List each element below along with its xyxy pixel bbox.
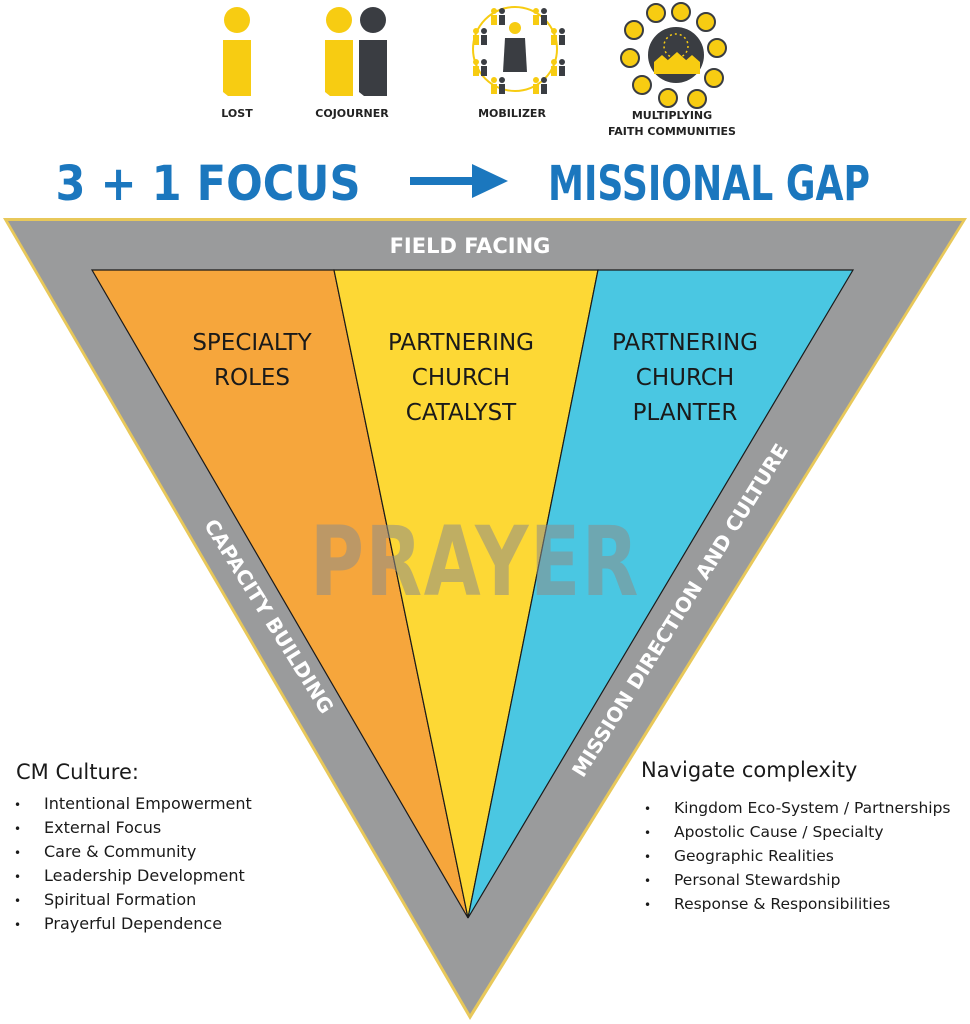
segment-label-specialty-line2: ROLES	[214, 365, 290, 391]
cm-culture-title: CM Culture:	[16, 760, 139, 784]
navigate-complexity-title: Navigate complexity	[641, 758, 858, 782]
mobilizer-network-icon	[472, 6, 565, 94]
persona-label-cojourner: COJOURNER	[315, 107, 389, 120]
list-item: •Geographic Realities	[644, 847, 834, 865]
segment-label-catalyst-line1: PARTNERING	[388, 330, 534, 356]
persona-label-multiplying-line2: FAITH COMMUNITIES	[608, 125, 736, 138]
prayer-watermark: PRAYER	[310, 506, 640, 618]
segment-label-specialty-line1: SPECIALTY	[192, 330, 312, 356]
lost-person-icon	[223, 7, 251, 96]
band-label-field-facing: FIELD FACING	[390, 234, 551, 258]
list-item: •Response & Responsibilities	[644, 895, 891, 913]
list-item: •Personal Stewardship	[644, 871, 841, 889]
list-item: •Care & Community	[14, 842, 197, 861]
list-item: •Prayerful Dependence	[14, 914, 223, 933]
headline-focus: 3 + 1 FOCUS	[56, 156, 361, 212]
navigate-complexity-list: •Kingdom Eco-System / Partnerships •Apos…	[644, 796, 951, 916]
segment-church-planter	[467, 269, 855, 919]
list-item: •Spiritual Formation	[14, 890, 197, 909]
multiplying-communities-icon	[620, 2, 727, 109]
cojourner-people-icon	[325, 7, 387, 96]
list-item: •External Focus	[14, 818, 162, 837]
segment-label-catalyst-line2: CHURCH	[412, 365, 510, 391]
headline-missional-gap: MISSIONAL GAP	[548, 156, 870, 212]
segment-label-planter-line3: PLANTER	[633, 400, 738, 426]
right-arrow-icon	[410, 164, 508, 198]
persona-label-multiplying-line1: MULTIPLYING	[632, 109, 712, 122]
persona-label-lost: LOST	[221, 107, 253, 120]
persona-label-mobilizer: MOBILIZER	[478, 107, 546, 120]
list-item: •Leadership Development	[14, 866, 245, 885]
list-item: •Intentional Empowerment	[14, 794, 252, 813]
cm-culture-list: •Intentional Empowerment •External Focus…	[14, 792, 252, 936]
segment-label-planter-line1: PARTNERING	[612, 330, 758, 356]
list-item: •Kingdom Eco-System / Partnerships	[644, 799, 951, 817]
segment-label-catalyst-line3: CATALYST	[406, 400, 517, 426]
list-item: •Apostolic Cause / Specialty	[644, 823, 884, 841]
segment-label-planter-line2: CHURCH	[636, 365, 734, 391]
